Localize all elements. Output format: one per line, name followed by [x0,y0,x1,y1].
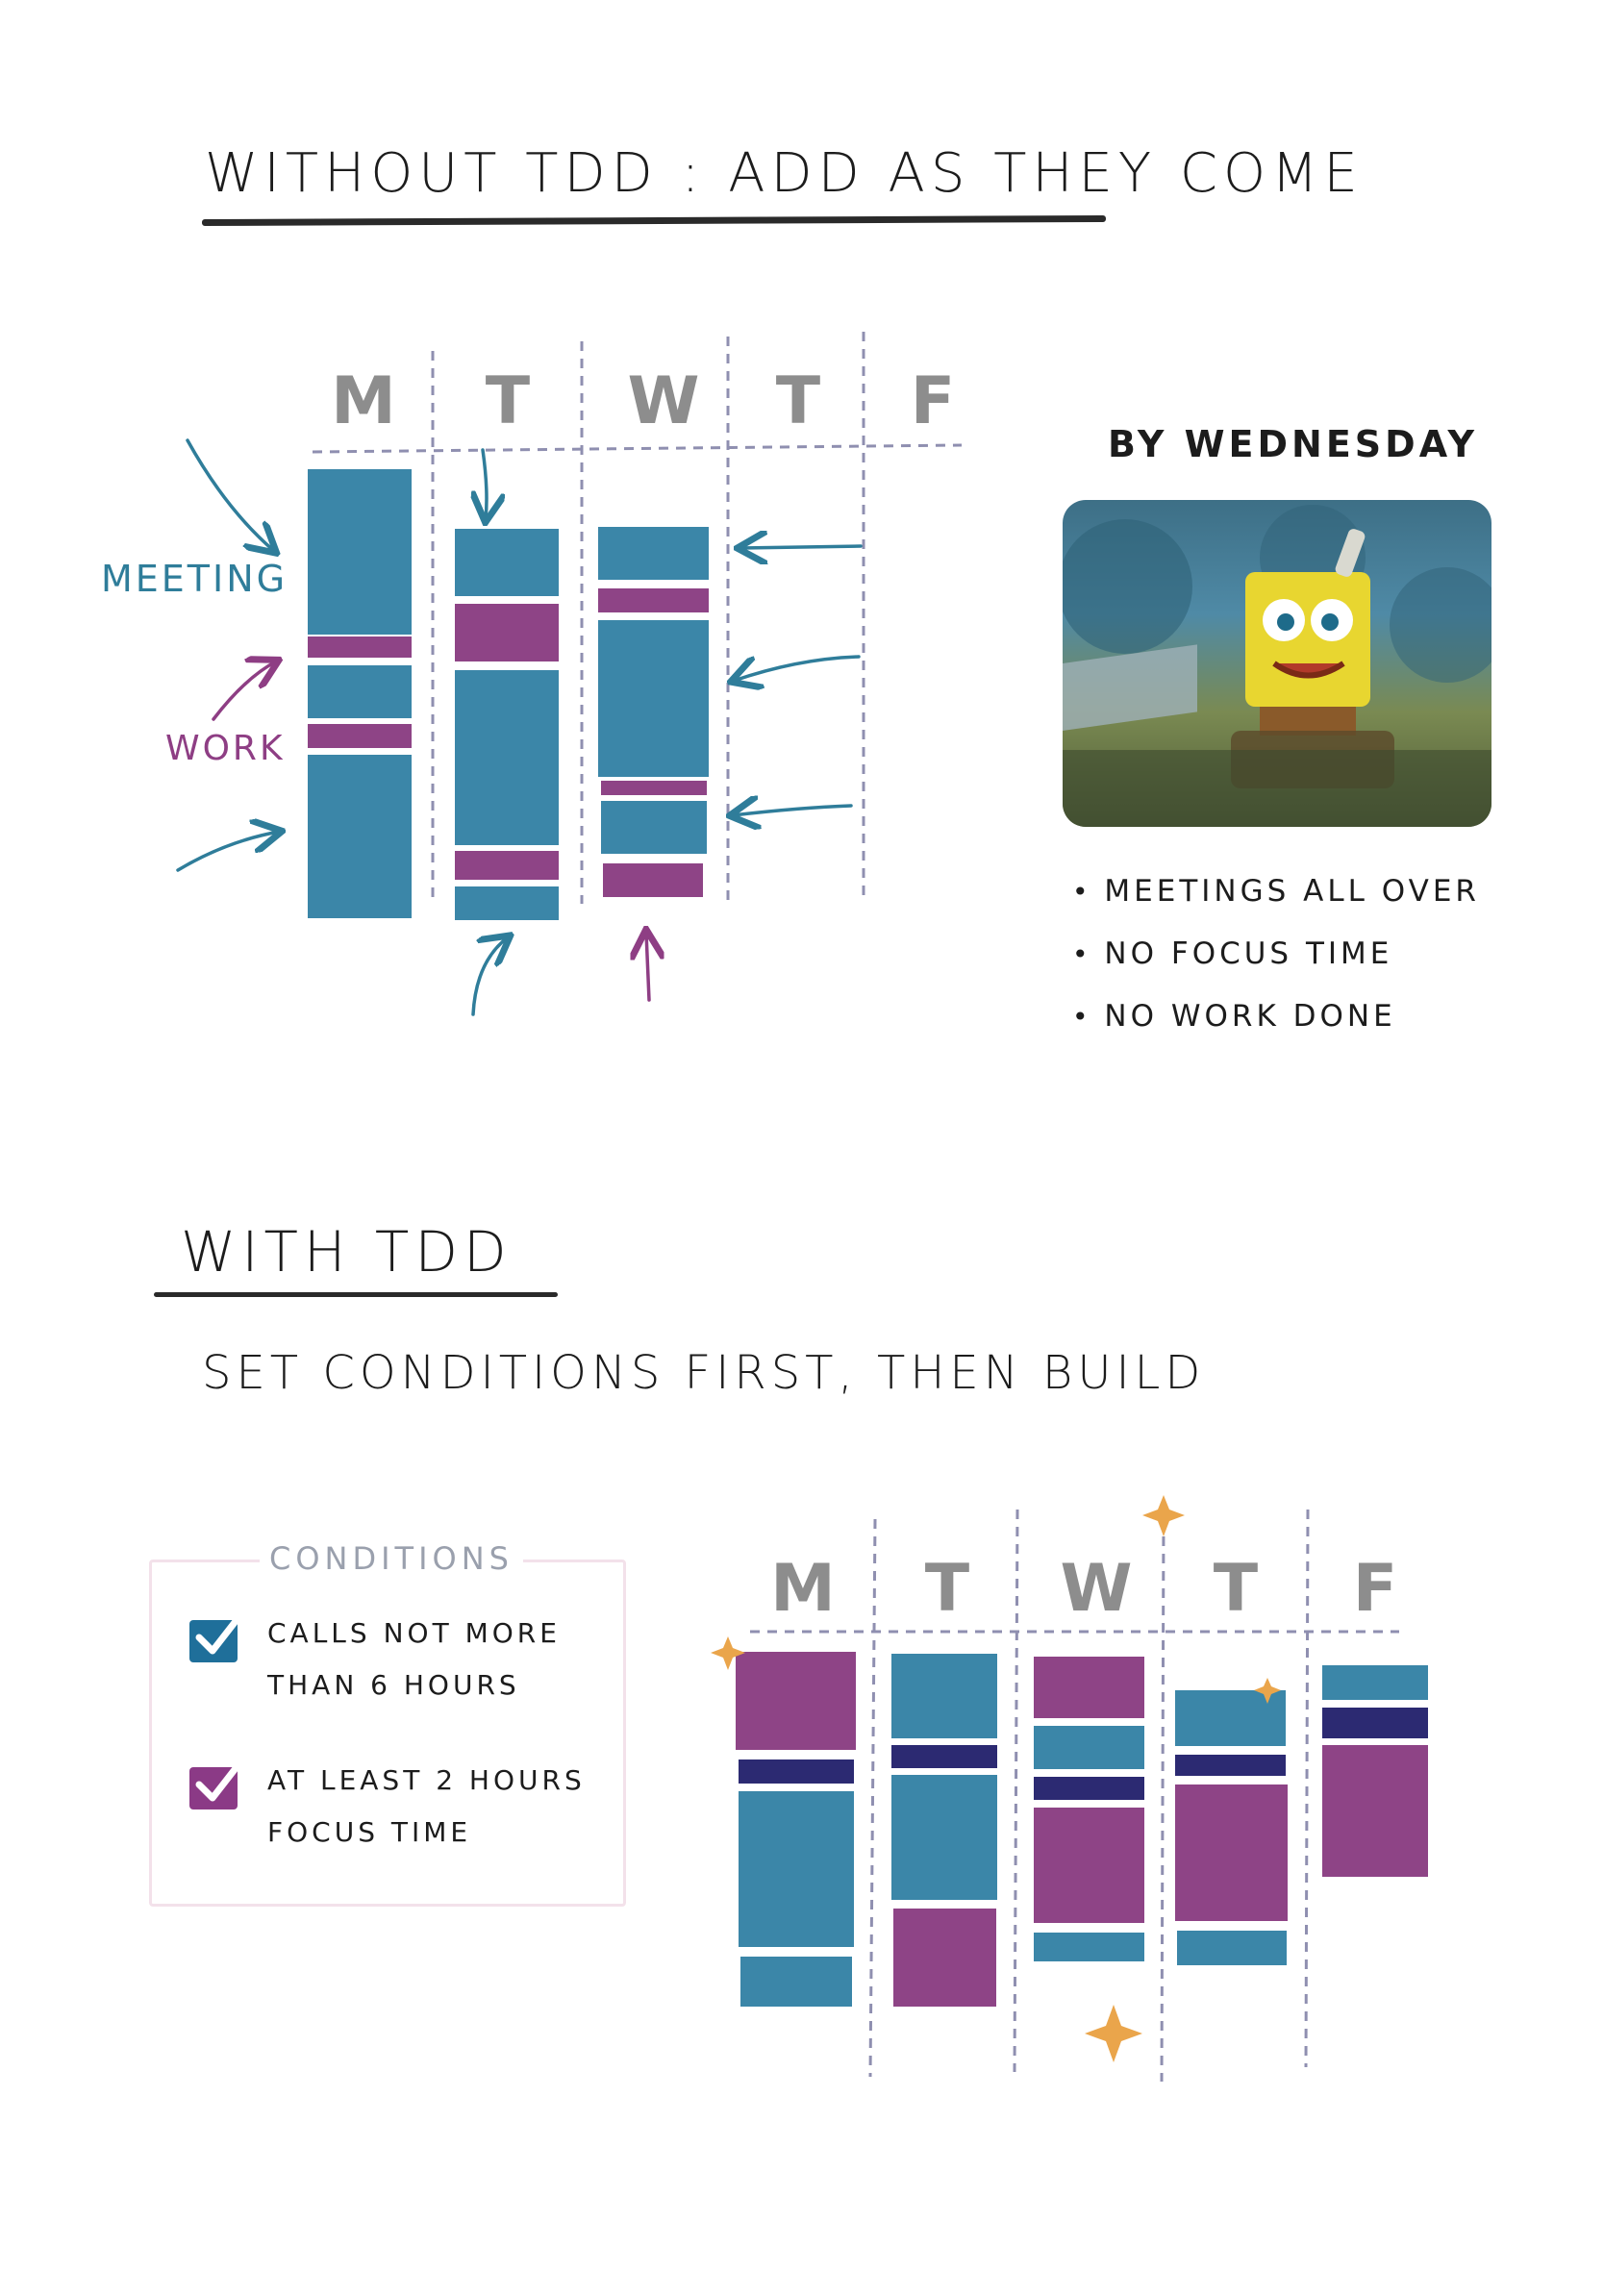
day-label-thu: T [1214,1551,1259,1627]
work-block [603,863,703,897]
meeting-block [598,527,709,580]
meeting-block [455,886,559,920]
divider-block [1322,1708,1428,1738]
column-mon [308,469,412,918]
work-block [455,604,559,661]
condition-line: Calls not more [267,1617,561,1649]
arrow-icon [734,655,861,681]
meeting-block [1034,1933,1144,1961]
sparkle-icon [1142,1495,1185,1536]
meeting-block [455,670,559,845]
conditions-title: Conditions [260,1540,523,1577]
title-underline [154,1292,558,1297]
column-wed [598,527,709,897]
checkmark-icon [195,1759,243,1802]
arrow-icon [186,438,274,551]
day-label-wed: W [1060,1551,1132,1627]
meeting-block [308,469,412,635]
work-block [736,1652,856,1750]
divider-block [891,1745,997,1768]
meeting-block [601,801,707,854]
condition-line: Focus Time [267,1816,472,1848]
work-block [1034,1808,1144,1923]
meme-image [1063,500,1491,827]
day-label-tue: T [486,363,531,439]
column-tue [455,529,559,920]
arrow-icon [740,546,863,548]
arrow-icon [733,806,853,815]
divider-block [1034,1777,1144,1800]
condition-line: At least 2 Hours [267,1764,586,1796]
meme-bullet-list: Meetings all over No Focus time No Work … [1072,861,1480,1048]
meeting-block [891,1654,997,1738]
arrow-icon [646,933,649,1002]
checkbox-focus-time[interactable] [189,1759,243,1809]
checkmark-icon [195,1612,243,1655]
column-wed [1034,1657,1144,1961]
sparkle-icon [711,1636,745,1670]
work-block [893,1909,996,2007]
column-tue [891,1654,997,2007]
day-label-fri: F [1353,1551,1397,1627]
divider-block [1175,1755,1286,1776]
bullet-item: No Focus time [1072,923,1480,986]
divider-block [739,1759,854,1784]
day-label-fri: F [911,363,955,439]
legend-meeting-label: Meeting [101,558,288,600]
work-block [1175,1784,1288,1921]
meeting-block [598,620,709,777]
arrow-icon [212,661,276,721]
meeting-block [1322,1665,1428,1700]
arrow-icon [471,937,508,1016]
arrow-icon [176,832,279,872]
sparkle-icon [1254,1678,1281,1704]
work-block [1034,1657,1144,1718]
day-label-mon: M [770,1551,836,1627]
meeting-block [891,1775,997,1900]
work-block [1322,1745,1428,1877]
day-label-thu: T [776,363,821,439]
condition-text: At least 2 Hours Focus Time [267,1755,586,1859]
meeting-block [740,1957,852,2007]
section-with-title: With TDD [181,1219,513,1285]
checkbox-calls-limit[interactable] [189,1612,243,1662]
meeting-block [308,665,412,718]
meeting-block [739,1791,854,1947]
column-thu [1175,1690,1288,1965]
meeting-block [1177,1931,1287,1965]
column-mon [736,1652,856,2007]
meme-heading: By Wednesday [1108,423,1479,465]
work-block [598,588,709,612]
condition-line: than 6 Hours [267,1669,520,1701]
column-fri [1322,1665,1428,1877]
bullet-item: Meetings all over [1072,861,1480,923]
day-label-mon: M [331,363,396,439]
meeting-block [308,755,412,918]
cartoon-character-illustration [1063,505,1491,827]
sparkle-icon [1085,2005,1142,2062]
work-block [601,781,707,795]
bullet-item: No Work Done [1072,986,1480,1048]
day-label-tue: T [925,1551,970,1627]
work-block [308,724,412,748]
arrow-icon [483,448,487,519]
condition-text: Calls not more than 6 Hours [267,1608,561,1711]
section-without-title: Without TDD : Add As They Come [205,142,1364,205]
legend-work-label: Work [165,729,286,768]
week-grid-bottom [750,1509,1399,2083]
meeting-block [1034,1726,1144,1769]
meeting-block [455,529,559,596]
day-label-wed: W [627,363,699,439]
work-block [308,636,412,658]
section-with-subtitle: Set Conditions First, Then Build [202,1346,1206,1400]
work-block [455,851,559,880]
